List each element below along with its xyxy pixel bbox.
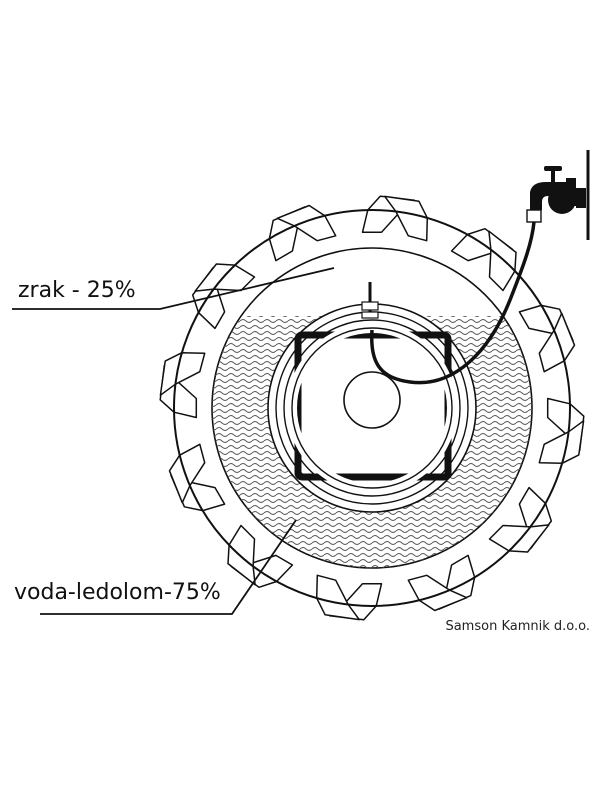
air-label: zrak - 25% (18, 278, 136, 303)
water-leader-line (40, 519, 297, 615)
rim-ring-3 (283, 319, 461, 497)
air-leader-line (12, 267, 335, 310)
valve-stem (361, 282, 379, 319)
wheel-hub (343, 371, 401, 429)
water-label: voda-ledolom-75% (14, 580, 221, 605)
filling-hose (369, 221, 536, 385)
tread-lug (488, 230, 517, 292)
company-credit: Samson Kamnik d.o.o. (445, 619, 590, 634)
water-faucet-icon (526, 150, 590, 240)
tread-lug (194, 263, 256, 292)
